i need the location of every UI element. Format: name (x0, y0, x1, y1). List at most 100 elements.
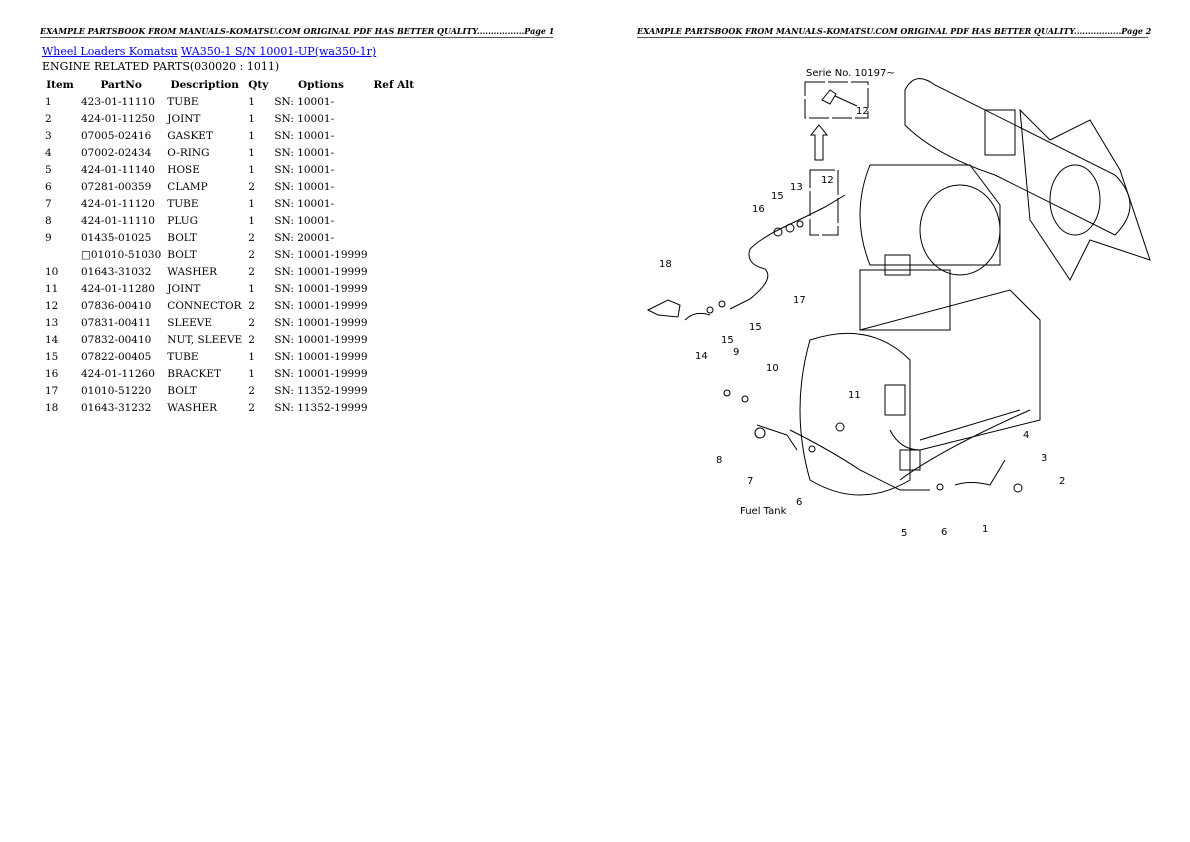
cell-description: GASKET (167, 129, 213, 142)
breadcrumb-link-wheel-loaders[interactable]: Wheel Loaders Komatsu (42, 45, 178, 58)
cell-description: TUBE (167, 95, 199, 108)
callout-label: 8 (716, 455, 722, 466)
cell-qty: 1 (248, 350, 255, 363)
cell-options: SN: 10001- (274, 95, 335, 108)
cell-qty: 1 (248, 197, 255, 210)
cell-qty: 2 (248, 180, 255, 193)
cell-description: TUBE (167, 350, 199, 363)
fuel-tank-label: Fuel Tank (740, 506, 787, 517)
callout-label: 15 (771, 191, 784, 202)
cell-ref-alt (371, 212, 418, 229)
breadcrumb-link-model[interactable]: WA350-1 S/N 10001-UP(wa350-1r) (181, 45, 377, 58)
cell-description: JOINT (167, 112, 201, 125)
cell-description: HOSE (167, 163, 200, 176)
callout-label: 6 (941, 527, 947, 538)
cell-description: BOLT (167, 384, 197, 397)
cell-options: SN: 11352-19999 (274, 401, 368, 414)
cell-ref-alt (371, 110, 418, 127)
cell-ref-alt (371, 280, 418, 297)
column-header: Description (170, 78, 239, 91)
cell-ref-alt (371, 195, 418, 212)
callout-label: 9 (733, 347, 739, 358)
cell-qty: 1 (248, 112, 255, 125)
callout-label: 11 (848, 390, 861, 401)
cell-partno: 07822-00405 (81, 350, 152, 363)
callout-label: 4 (1023, 430, 1029, 441)
cell-description: JOINT (167, 282, 201, 295)
cell-description: BOLT (167, 231, 197, 244)
cell-partno: 01643-31032 (81, 265, 152, 278)
cell-partno: 424-01-11140 (81, 163, 155, 176)
cell-partno: 07002-02434 (81, 146, 152, 159)
cell-qty: 2 (248, 248, 255, 261)
callout-label: 18 (659, 259, 672, 270)
cell-qty: 2 (248, 231, 255, 244)
cell-qty: 1 (248, 146, 255, 159)
page1-header: EXAMPLE PARTSBOOK FROM MANUALS-KOMATSU.C… (40, 26, 555, 38)
cell-item: 2 (45, 112, 52, 125)
cell-qty: 1 (248, 214, 255, 227)
cell-options: SN: 10001- (274, 180, 335, 193)
cell-ref-alt (371, 93, 418, 110)
cell-partno: 07836-00410 (81, 299, 152, 312)
cell-ref-alt (371, 144, 418, 161)
cell-description: SLEEVE (167, 316, 213, 329)
cell-partno: □01010-51030 (81, 248, 162, 261)
callout-label: 10 (766, 363, 779, 374)
cell-partno: 01010-51220 (81, 384, 152, 397)
callout-label: 2 (1059, 476, 1065, 487)
cell-partno: 423-01-11110 (81, 95, 155, 108)
cell-options: SN: 10001- (274, 129, 335, 142)
callout-label: 12 (821, 175, 834, 186)
cell-qty: 2 (248, 384, 255, 397)
cell-options: SN: 10001-19999 (274, 316, 368, 329)
column-header: Qty (248, 78, 269, 91)
cell-item: 11 (45, 282, 59, 295)
cell-options: SN: 10001- (274, 197, 335, 210)
cell-description: WASHER (167, 401, 218, 414)
cell-qty: 2 (248, 401, 255, 414)
section-title: ENGINE RELATED PARTS(030020 : 1011) (42, 60, 280, 73)
cell-description: TUBE (167, 197, 199, 210)
column-header: PartNo (100, 78, 142, 91)
column-header: Ref Alt (373, 78, 415, 91)
cell-description: CONNECTOR (167, 299, 242, 312)
callout-label: 14 (695, 351, 708, 362)
callout-label: 12 (856, 106, 869, 117)
cell-description: BOLT (167, 248, 197, 261)
cell-item: 15 (45, 350, 59, 363)
cell-item: 9 (45, 231, 52, 244)
cell-item: 16 (45, 367, 59, 380)
cell-options: SN: 10001- (274, 214, 335, 227)
cell-description: O-RING (167, 146, 210, 159)
cell-item: 10 (45, 265, 59, 278)
cell-partno: 424-01-11260 (81, 367, 155, 380)
callout-label: 5 (901, 528, 907, 539)
cell-item: 13 (45, 316, 59, 329)
cell-ref-alt (371, 314, 418, 331)
cell-options: SN: 10001-19999 (274, 333, 368, 346)
cell-qty: 2 (248, 333, 255, 346)
callout-label: 6 (796, 497, 802, 508)
cell-options: SN: 10001-19999 (274, 367, 368, 380)
cell-item: 17 (45, 384, 59, 397)
callout-label: 15 (749, 322, 762, 333)
cell-options: SN: 10001- (274, 112, 335, 125)
callout-label: 13 (790, 182, 803, 193)
callout-label: 3 (1041, 453, 1047, 464)
cell-ref-alt (371, 229, 418, 246)
cell-options: SN: 20001- (274, 231, 335, 244)
